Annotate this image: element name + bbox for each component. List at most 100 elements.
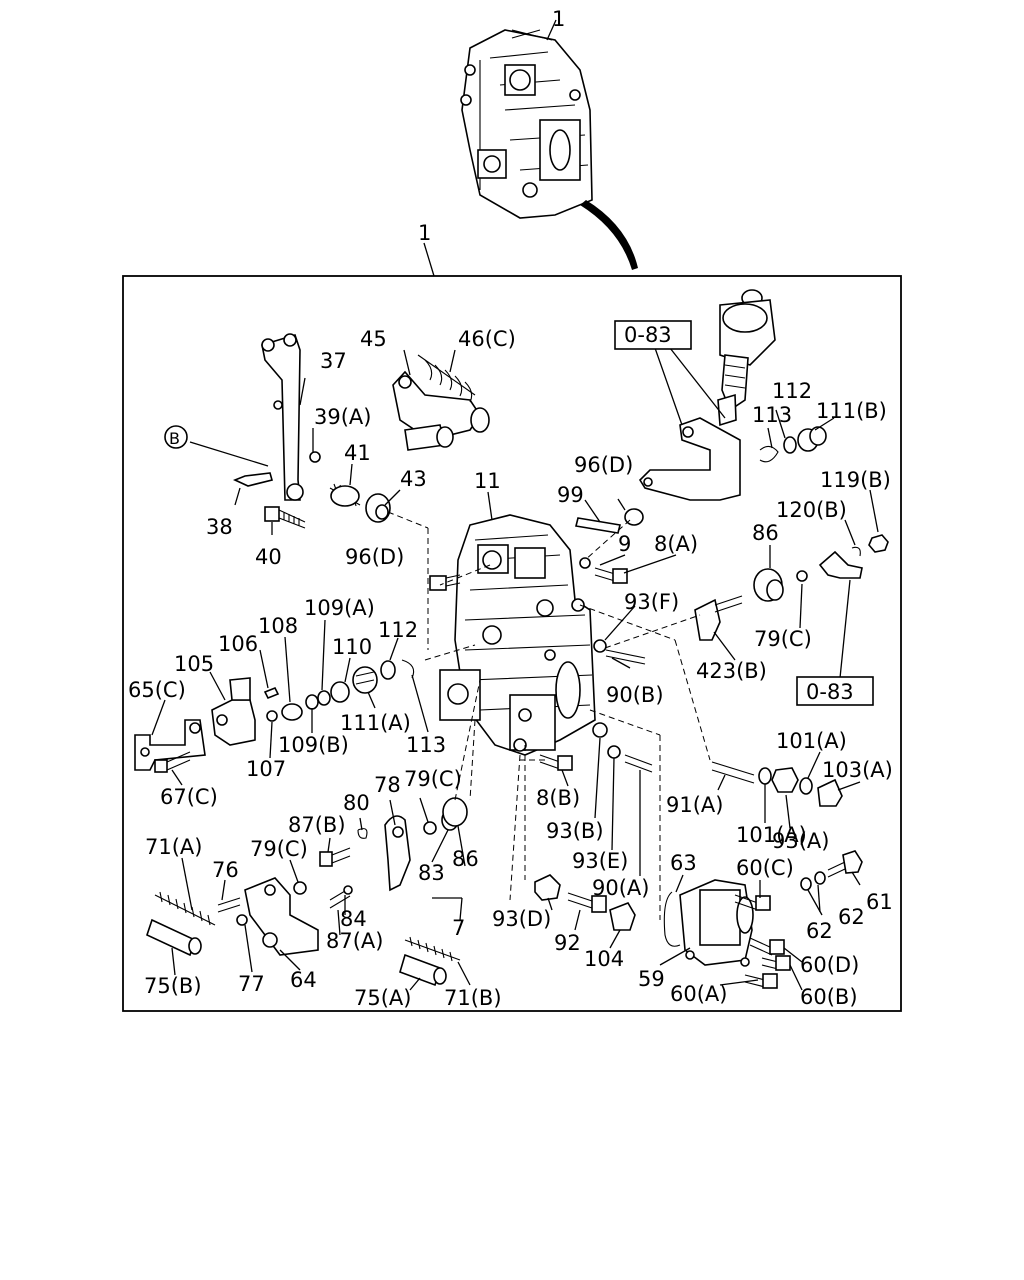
label-109b: 109(B)	[278, 733, 349, 757]
label-110: 110	[332, 635, 372, 659]
label-71b: 71(B)	[444, 986, 502, 1010]
label-8b: 8(B)	[536, 786, 580, 810]
label-112-top: 112	[772, 379, 812, 403]
label-77: 77	[238, 972, 265, 996]
label-79c-low: 79(C)	[250, 837, 308, 861]
label-108: 108	[258, 614, 298, 638]
bolt-87a	[329, 885, 353, 909]
bolt-60a	[744, 973, 778, 989]
label-9: 9	[618, 532, 631, 556]
bolt-92	[567, 892, 607, 913]
label-43: 43	[400, 467, 427, 491]
bracket-65c	[134, 719, 206, 771]
bolt-87b	[319, 847, 351, 867]
bracket-083	[638, 417, 741, 501]
oring-112-top	[783, 436, 797, 454]
label-37: 37	[320, 349, 347, 373]
label-39a: 39(A)	[314, 405, 371, 429]
label-99: 99	[557, 483, 584, 507]
cap-104	[609, 902, 636, 931]
ref-box-083-right	[796, 676, 874, 706]
label-91a: 91(A)	[666, 793, 723, 817]
bolt-67c	[154, 751, 191, 773]
washer-79c-mid	[423, 821, 437, 835]
label-96d-left: 96(D)	[345, 545, 404, 569]
tube-75b	[146, 918, 202, 957]
label-62-b: 62	[806, 919, 833, 943]
label-119b: 119(B)	[820, 468, 891, 492]
bolt-60b	[761, 955, 791, 971]
lever-37	[261, 333, 304, 501]
label-083-right: 0-83	[806, 680, 854, 704]
label-87b: 87(B)	[288, 813, 346, 837]
label-38: 38	[206, 515, 233, 539]
label-104: 104	[584, 947, 624, 971]
label-65c: 65(C)	[128, 678, 186, 702]
spring-71a	[154, 891, 216, 926]
clip-77	[236, 914, 248, 926]
washer-79c-right	[796, 570, 808, 582]
label-67c: 67(C)	[160, 785, 218, 809]
label-105: 105	[174, 652, 214, 676]
tube-75a	[399, 953, 447, 987]
label-103a: 103(A)	[822, 758, 893, 782]
label-93d: 93(D)	[492, 907, 551, 931]
label-96d-top: 96(D)	[574, 453, 633, 477]
label-71a: 71(A)	[145, 835, 202, 859]
label-113-mid: 113	[406, 733, 446, 757]
label-64: 64	[290, 968, 317, 992]
washer-101a-low	[799, 777, 813, 795]
actuator-top	[717, 289, 776, 427]
lever-78	[384, 815, 411, 892]
washer-39a	[309, 451, 321, 463]
label-11: 11	[474, 469, 501, 493]
main-housing	[439, 514, 596, 756]
stud-91a	[711, 761, 755, 784]
label-60d: 60(D)	[800, 953, 859, 977]
label-083-top: 0-83	[624, 323, 672, 347]
snapring-113-top	[759, 445, 779, 463]
label-60c: 60(C)	[736, 856, 794, 880]
label-90b: 90(B)	[606, 683, 664, 707]
nut-93a	[771, 767, 799, 793]
label-93e: 93(E)	[572, 849, 628, 873]
label-111a: 111(A)	[340, 711, 411, 735]
label-106: 106	[218, 632, 258, 656]
detail-frame	[122, 275, 902, 1012]
label-8a: 8(A)	[654, 532, 698, 556]
label-78: 78	[374, 773, 401, 797]
assembly-lines	[387, 511, 711, 920]
plug-111b	[797, 426, 827, 452]
washer-109a	[317, 690, 331, 706]
label-79c-right: 79(C)	[754, 627, 812, 651]
label-76: 76	[212, 858, 239, 882]
ref-box-083-top	[614, 320, 692, 350]
bolt-40	[264, 506, 306, 529]
clip-107	[266, 710, 278, 722]
leader-lines	[151, 347, 879, 991]
gasket-63	[663, 891, 681, 947]
spring-41	[329, 483, 361, 507]
bolt-8a	[594, 567, 628, 584]
label-111b: 111(B)	[816, 399, 887, 423]
label-84: 84	[340, 907, 367, 931]
stud-90b	[605, 649, 646, 665]
bolt-60d	[749, 937, 785, 956]
label-109a: 109(A)	[304, 596, 375, 620]
label-46c: 46(C)	[458, 327, 516, 351]
clip-80	[357, 828, 368, 839]
label-101a-top: 101(A)	[776, 729, 847, 753]
label-90a: 90(A)	[592, 876, 649, 900]
stud-90a	[624, 754, 653, 773]
label-79c-mid: 79(C)	[404, 767, 462, 791]
label-92: 92	[554, 931, 581, 955]
clip-120b	[851, 546, 861, 557]
label-107: 107	[246, 757, 286, 781]
bolt-60c	[734, 894, 771, 911]
label-86-low: 86	[452, 847, 479, 871]
label-86-top: 86	[752, 521, 779, 545]
assembly-thumbnail	[460, 19, 638, 270]
key-106	[263, 686, 280, 700]
spring-111a	[352, 666, 378, 694]
